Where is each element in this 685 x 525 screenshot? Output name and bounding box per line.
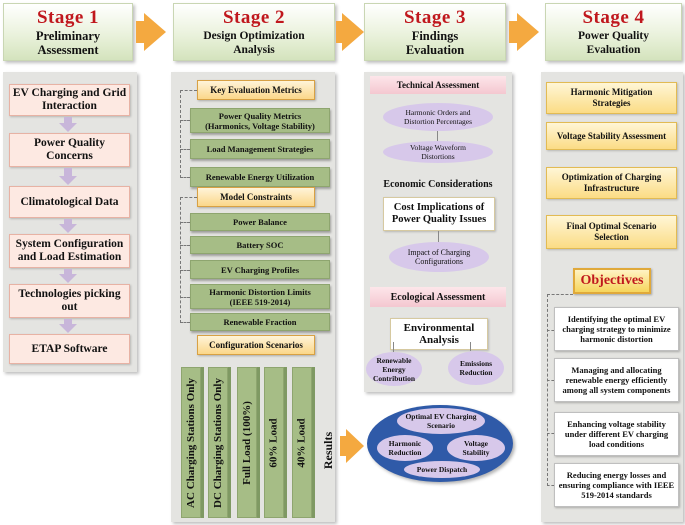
key-evaluation-metrics: Key Evaluation Metrics [197,80,315,100]
connector [437,131,438,141]
constraint-ev-profiles: EV Charging Profiles [190,260,330,279]
model-constraints: Model Constraints [197,187,315,207]
connector [547,433,554,434]
connector [547,330,554,331]
stage-2-number: Stage 2 [222,7,286,28]
down-arrow-stem [64,219,72,224]
connector [470,342,471,351]
connector [180,177,190,178]
technical-assessment: Technical Assessment [370,76,506,94]
down-arrow-icon [59,123,77,132]
results-arrow-icon [340,429,364,463]
stage-4-number: Stage 4 [582,7,645,28]
connector [180,270,190,271]
stage-1-number: Stage 1 [36,7,100,28]
configuration-scenarios: Configuration Scenarios [197,335,315,355]
scenario-ac-only: AC Charging Stations Only [181,367,201,518]
connector [180,197,197,198]
connector [180,245,190,246]
connector [180,322,190,323]
constraint-power-balance: Power Balance [190,213,330,231]
scenario-60-load: 60% Load [264,367,284,518]
stage-4-item-voltage-stability: Voltage Stability Assessment [546,122,677,150]
constraint-battery-soc: Battery SOC [190,236,330,254]
down-arrow-stem [64,319,72,324]
down-arrow-icon [59,224,77,233]
metric-renewable-utilization: Renewable Energy Utilization [190,167,330,187]
down-arrow-stem [64,269,72,274]
result-power-dispatch: Power Dispatch [404,461,480,478]
connector [547,485,554,486]
connector [180,120,190,121]
scenario-40-load: 40% Load [292,367,312,518]
stage-3-number: Stage 3 [403,7,467,28]
metrics-connector [180,90,181,178]
down-arrow-stem [64,168,72,176]
down-arrow-icon [59,274,77,283]
objectives-connector [547,294,548,486]
constraint-renewable-fraction: Renewable Fraction [190,313,330,331]
connector [180,222,190,223]
stage-1-item-climatological: Climatological Data [9,186,130,218]
down-arrow-stem [64,117,72,123]
arrow-stage-1-2 [136,13,166,51]
connector [393,342,394,352]
connector [180,149,190,150]
results-label: Results [321,431,336,469]
stage-1-item-etap: ETAP Software [9,334,130,364]
metric-load-management: Load Management Strategies [190,139,330,159]
down-arrow-icon [59,176,77,185]
connector [547,380,554,381]
connector [180,297,190,298]
scenario-dc-only: DC Charging Stations Only [208,367,228,518]
arrow-stage-3-4 [509,13,539,51]
connector [438,231,439,242]
arrow-stage-2-3 [336,13,364,51]
scenario-full-load: Full Load (100%) [237,367,257,518]
constraint-harmonic-limits: Harmonic Distortion Limits(IEEE 519-2014… [190,284,330,309]
constraints-connector [180,197,181,323]
connector [547,294,573,295]
economic-considerations: Economic Considerations [383,178,493,190]
metric-power-quality: Power Quality Metrics(Harmonics, Voltage… [190,108,330,133]
ecological-assessment: Ecological Assessment [370,287,506,307]
down-arrow-icon [59,324,77,333]
connector [180,90,197,91]
objectives-title: Objectives [573,268,651,294]
